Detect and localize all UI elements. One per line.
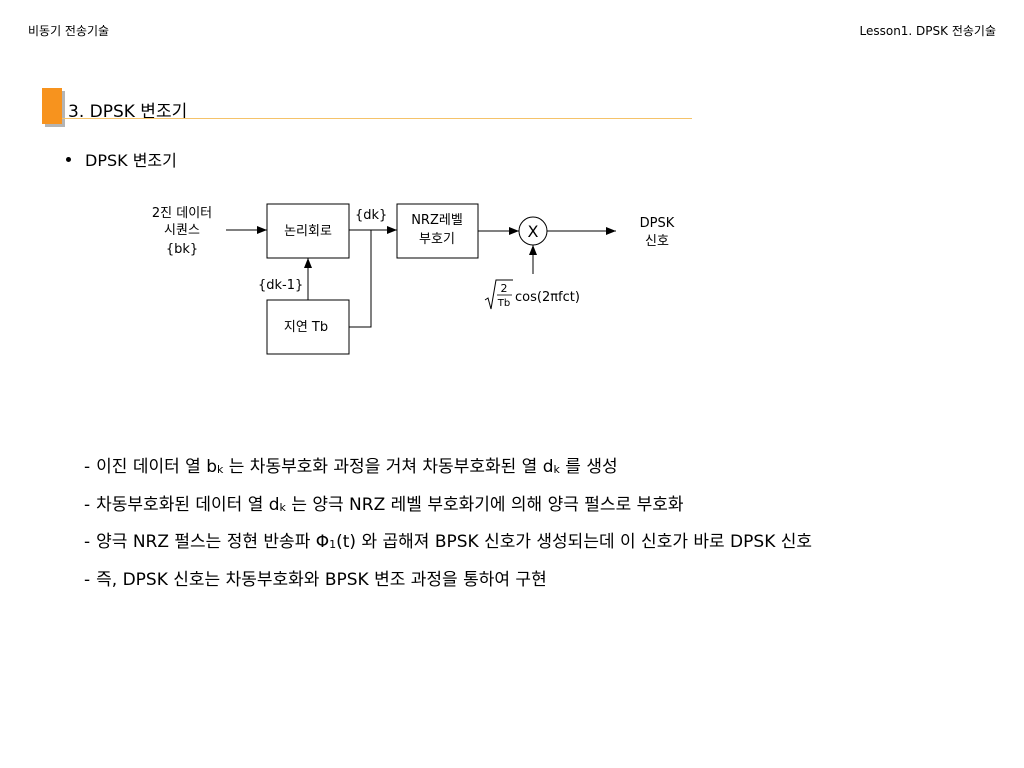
input-sequence-label: 2진 데이터 시퀀스 {bk} [152,206,212,257]
output-label-line2: 신호 [645,234,669,249]
section-marker [42,88,65,127]
bullet-dot-icon [66,157,71,162]
note-text: 차동부호화된 데이터 열 d [96,494,280,515]
note-text: 이진 데이터 열 b [96,457,217,477]
note-subscript: k [216,463,224,476]
multiplier-label: X [528,222,539,241]
note-line: -이진 데이터 열 bk 는 차동부호화 과정을 거쳐 차동부호화된 열 dk … [84,450,812,488]
section-title: 3. DPSK 변조기 [68,102,188,122]
note-text: 즉, DPSK 신호는 차동부호화와 BPSK 변조 과정을 통하여 구현 [96,569,547,590]
notes-list: -이진 데이터 열 bk 는 차동부호화 과정을 거쳐 차동부호화된 열 dk … [84,450,812,598]
svg-text:2진 데이터: 2진 데이터 [152,206,212,221]
bullet-text: DPSK 변조기 [85,151,177,170]
note-dash: - [84,569,91,590]
nrz-label-line2: 부호기 [419,232,455,247]
note-text: 양극 NRZ 펄스는 정현 반송파 Φ [96,532,330,552]
note-text: 는 차동부호화 과정을 거쳐 차동부호화된 열 d [223,457,554,477]
dk-minus-1-label: {dk-1} [258,278,303,293]
note-subscript: k [553,463,560,476]
bullet-item: DPSK 변조기 [66,147,177,171]
section-divider [62,118,692,119]
dk-label: {dk} [355,208,387,223]
note-subscript: k [279,500,286,514]
feedback-line [349,230,372,328]
note-text: 를 생성 [559,457,618,477]
header-right-title: Lesson1. DPSK 전송기술 [859,24,996,38]
svg-text:{bk}: {bk} [166,242,198,257]
svg-text:시퀀스: 시퀀스 [164,223,200,238]
note-dash: - [84,457,91,477]
header-left-title: 비동기 전송기술 [28,24,110,38]
delay-label: 지연 Tb [284,320,328,335]
note-text: (t) 와 곱해져 BPSK 신호가 생성되는데 이 신호가 바로 DPSK 신… [336,532,813,552]
note-dash: - [84,532,91,552]
output-label-line1: DPSK [640,216,675,231]
note-subscript: 1 [329,538,337,551]
note-text: 는 양극 NRZ 레벨 부호화기에 의해 양극 펄스로 부호화 [285,494,684,515]
nrz-label-line1: NRZ레벨 [411,213,463,228]
note-dash: - [84,494,91,515]
note-line: -차동부호화된 데이터 열 dk 는 양극 NRZ 레벨 부호화기에 의해 양극… [84,488,812,526]
svg-text:2: 2 [501,282,508,295]
carrier-expression: 2 Tb cos(2πfct) [484,279,580,310]
sqrt-icon [484,279,513,310]
note-line: -양극 NRZ 펄스는 정현 반송파 Φ1(t) 와 곱해져 BPSK 신호가 … [84,525,812,563]
logic-circuit-label: 논리회로 [284,224,332,239]
svg-text:cos(2πfct): cos(2πfct) [515,290,580,305]
svg-text:Tb: Tb [497,298,510,309]
note-line: -즉, DPSK 신호는 차동부호화와 BPSK 변조 과정을 통하여 구현 [84,563,812,599]
